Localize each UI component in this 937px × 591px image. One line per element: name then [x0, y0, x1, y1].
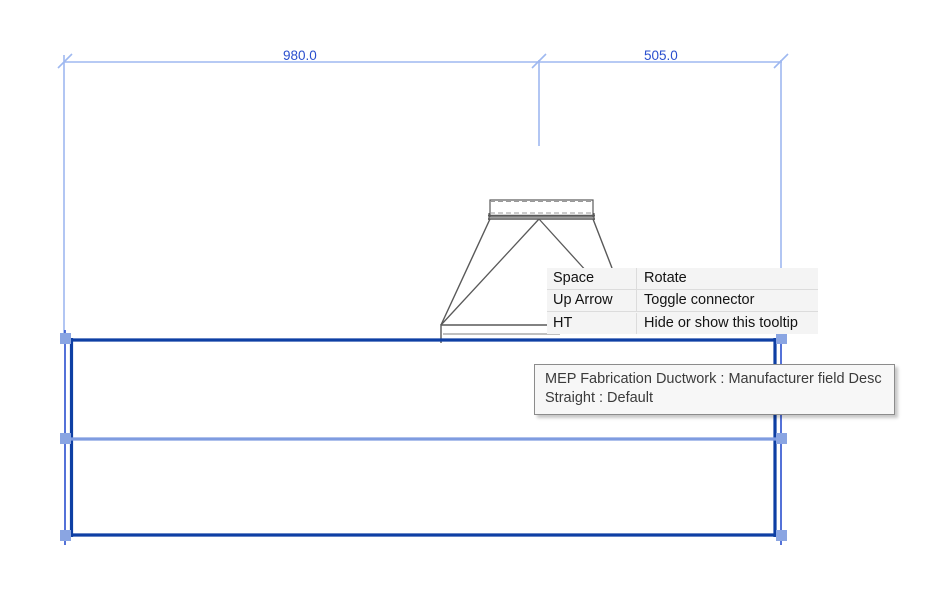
hint-row-rotate: Space Rotate	[547, 268, 818, 290]
hint-key-space: Space	[547, 268, 637, 289]
dimension-value-right[interactable]: 505.0	[644, 48, 678, 63]
hint-action-rotate: Rotate	[644, 270, 687, 286]
dimension-string[interactable]	[57, 53, 789, 340]
handle-top-right[interactable]	[776, 333, 787, 344]
fitting-taper-right	[592, 218, 613, 269]
hint-action-hide-tooltip: Hide or show this tooltip	[644, 314, 798, 331]
dimension-tick-left	[57, 53, 73, 69]
handle-bottom-right[interactable]	[776, 530, 787, 541]
handle-mid-left[interactable]	[60, 433, 71, 444]
fitting-taper-left	[440, 218, 491, 326]
hint-row-hide-tooltip: HT Hide or show this tooltip	[547, 312, 818, 334]
fitting-crease-right	[538, 218, 589, 274]
fitting-top-duct-outline	[489, 199, 594, 218]
hint-row-toggle-connector: Up Arrow Toggle connector	[547, 290, 818, 312]
keyboard-hint-panel: Space Rotate Up Arrow Toggle connector H…	[547, 268, 818, 334]
hint-action-toggle-connector: Toggle connector	[644, 292, 755, 308]
handle-mid-right[interactable]	[776, 433, 787, 444]
hint-key-ht: HT	[547, 312, 637, 334]
element-tooltip: MEP Fabrication Ductwork : Manufacturer …	[534, 364, 895, 415]
dimension-value-left[interactable]: 980.0	[283, 48, 317, 63]
tooltip-line-type: Straight : Default	[545, 390, 653, 406]
hint-key-up-arrow: Up Arrow	[547, 290, 637, 311]
handle-bottom-left[interactable]	[60, 530, 71, 541]
duct-transition-fitting[interactable]	[440, 199, 613, 343]
handle-top-left[interactable]	[60, 333, 71, 344]
selected-straight-duct[interactable]	[60, 330, 787, 545]
tooltip-line-family: MEP Fabrication Ductwork : Manufacturer …	[545, 371, 882, 387]
fitting-crease-left	[440, 218, 540, 326]
